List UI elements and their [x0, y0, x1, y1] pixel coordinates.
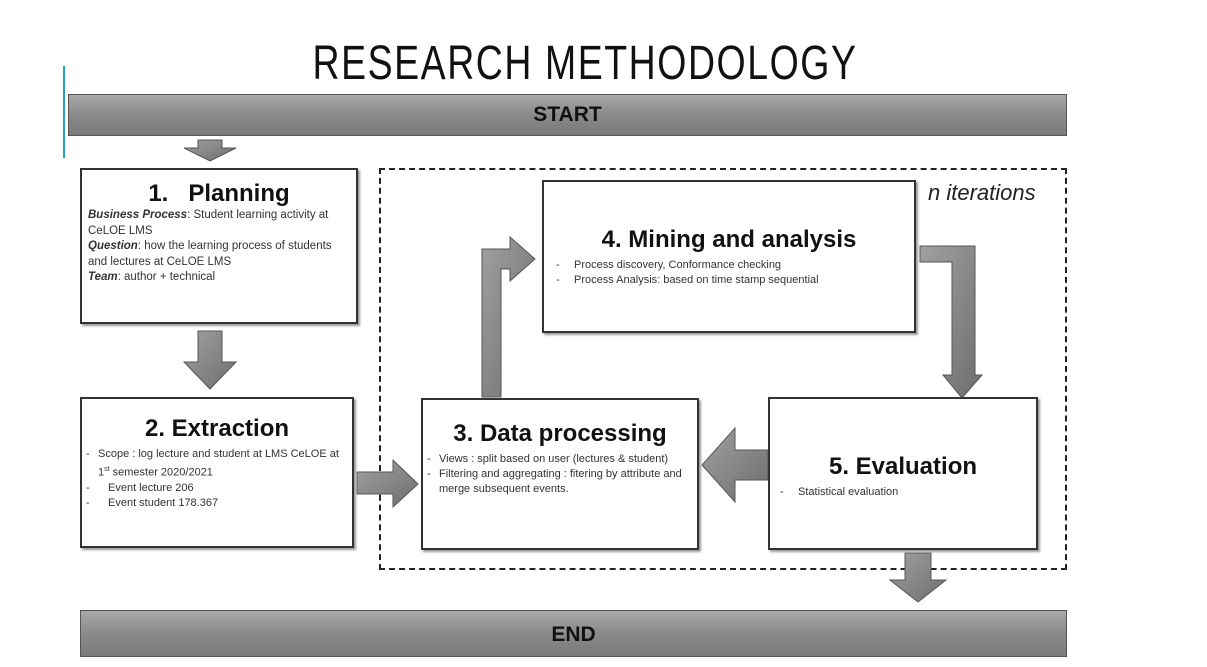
iterations-label: n iterations: [928, 180, 1036, 205]
business-process-text: : Student learning activity at CeLOE LMS: [88, 209, 329, 237]
accent-line: [63, 66, 65, 158]
slide-title: RESEARCH METHODOLOGY: [312, 37, 858, 90]
extraction-title: 2. Extraction: [144, 415, 290, 442]
evaluation-item: Statistical evaluation: [776, 485, 1036, 500]
arrow-planning-to-extraction: [182, 330, 238, 390]
data-processing-item: Views : split based on user (lectures & …: [423, 452, 689, 467]
question-text: : how the learning process of students a…: [88, 240, 332, 268]
arrow-iteration-to-end: [888, 552, 948, 603]
evaluation-box: 5. Evaluation Statistical evaluation: [768, 397, 1038, 550]
planning-details: Business Process: Student learning activ…: [82, 208, 356, 286]
data-processing-title: 3. Data processing: [453, 420, 667, 447]
mining-item: Process Analysis: based on time stamp se…: [552, 273, 914, 288]
planning-box: 1. Planning Business Process: Student le…: [80, 168, 358, 324]
arrow-processing-to-mining: [481, 235, 536, 398]
end-bar: END: [80, 610, 1067, 657]
team-key: Team: [88, 271, 118, 283]
evaluation-title: 5. Evaluation: [828, 453, 978, 480]
business-process-key: Business Process: [88, 209, 188, 221]
arrow-extraction-to-processing: [356, 458, 419, 509]
mining-title: 4. Mining and analysis: [601, 226, 857, 253]
data-processing-item: Filtering and aggregating : fitering by …: [423, 467, 689, 497]
mining-item: Process discovery, Conformance checking: [552, 258, 914, 273]
data-processing-box: 3. Data processing Views : split based o…: [421, 398, 699, 550]
mining-box: 4. Mining and analysis Process discovery…: [542, 180, 916, 333]
team-text: : author + technical: [117, 271, 216, 283]
arrow-start-to-planning: [183, 139, 237, 162]
start-bar: START: [68, 94, 1067, 136]
iteration-region: [379, 168, 1067, 570]
extraction-scope: Scope : log lecture and student at LMS C…: [82, 447, 344, 481]
question-key: Question: [88, 240, 138, 252]
arrow-mining-to-evaluation: [919, 245, 984, 399]
arrow-evaluation-to-processing: [701, 426, 769, 504]
planning-title: 1. Planning: [148, 180, 290, 207]
extraction-box: 2. Extraction Scope : log lecture and st…: [80, 397, 354, 548]
extraction-item: Event student 178.367: [82, 496, 344, 511]
extraction-item: Event lecture 206: [82, 481, 344, 496]
